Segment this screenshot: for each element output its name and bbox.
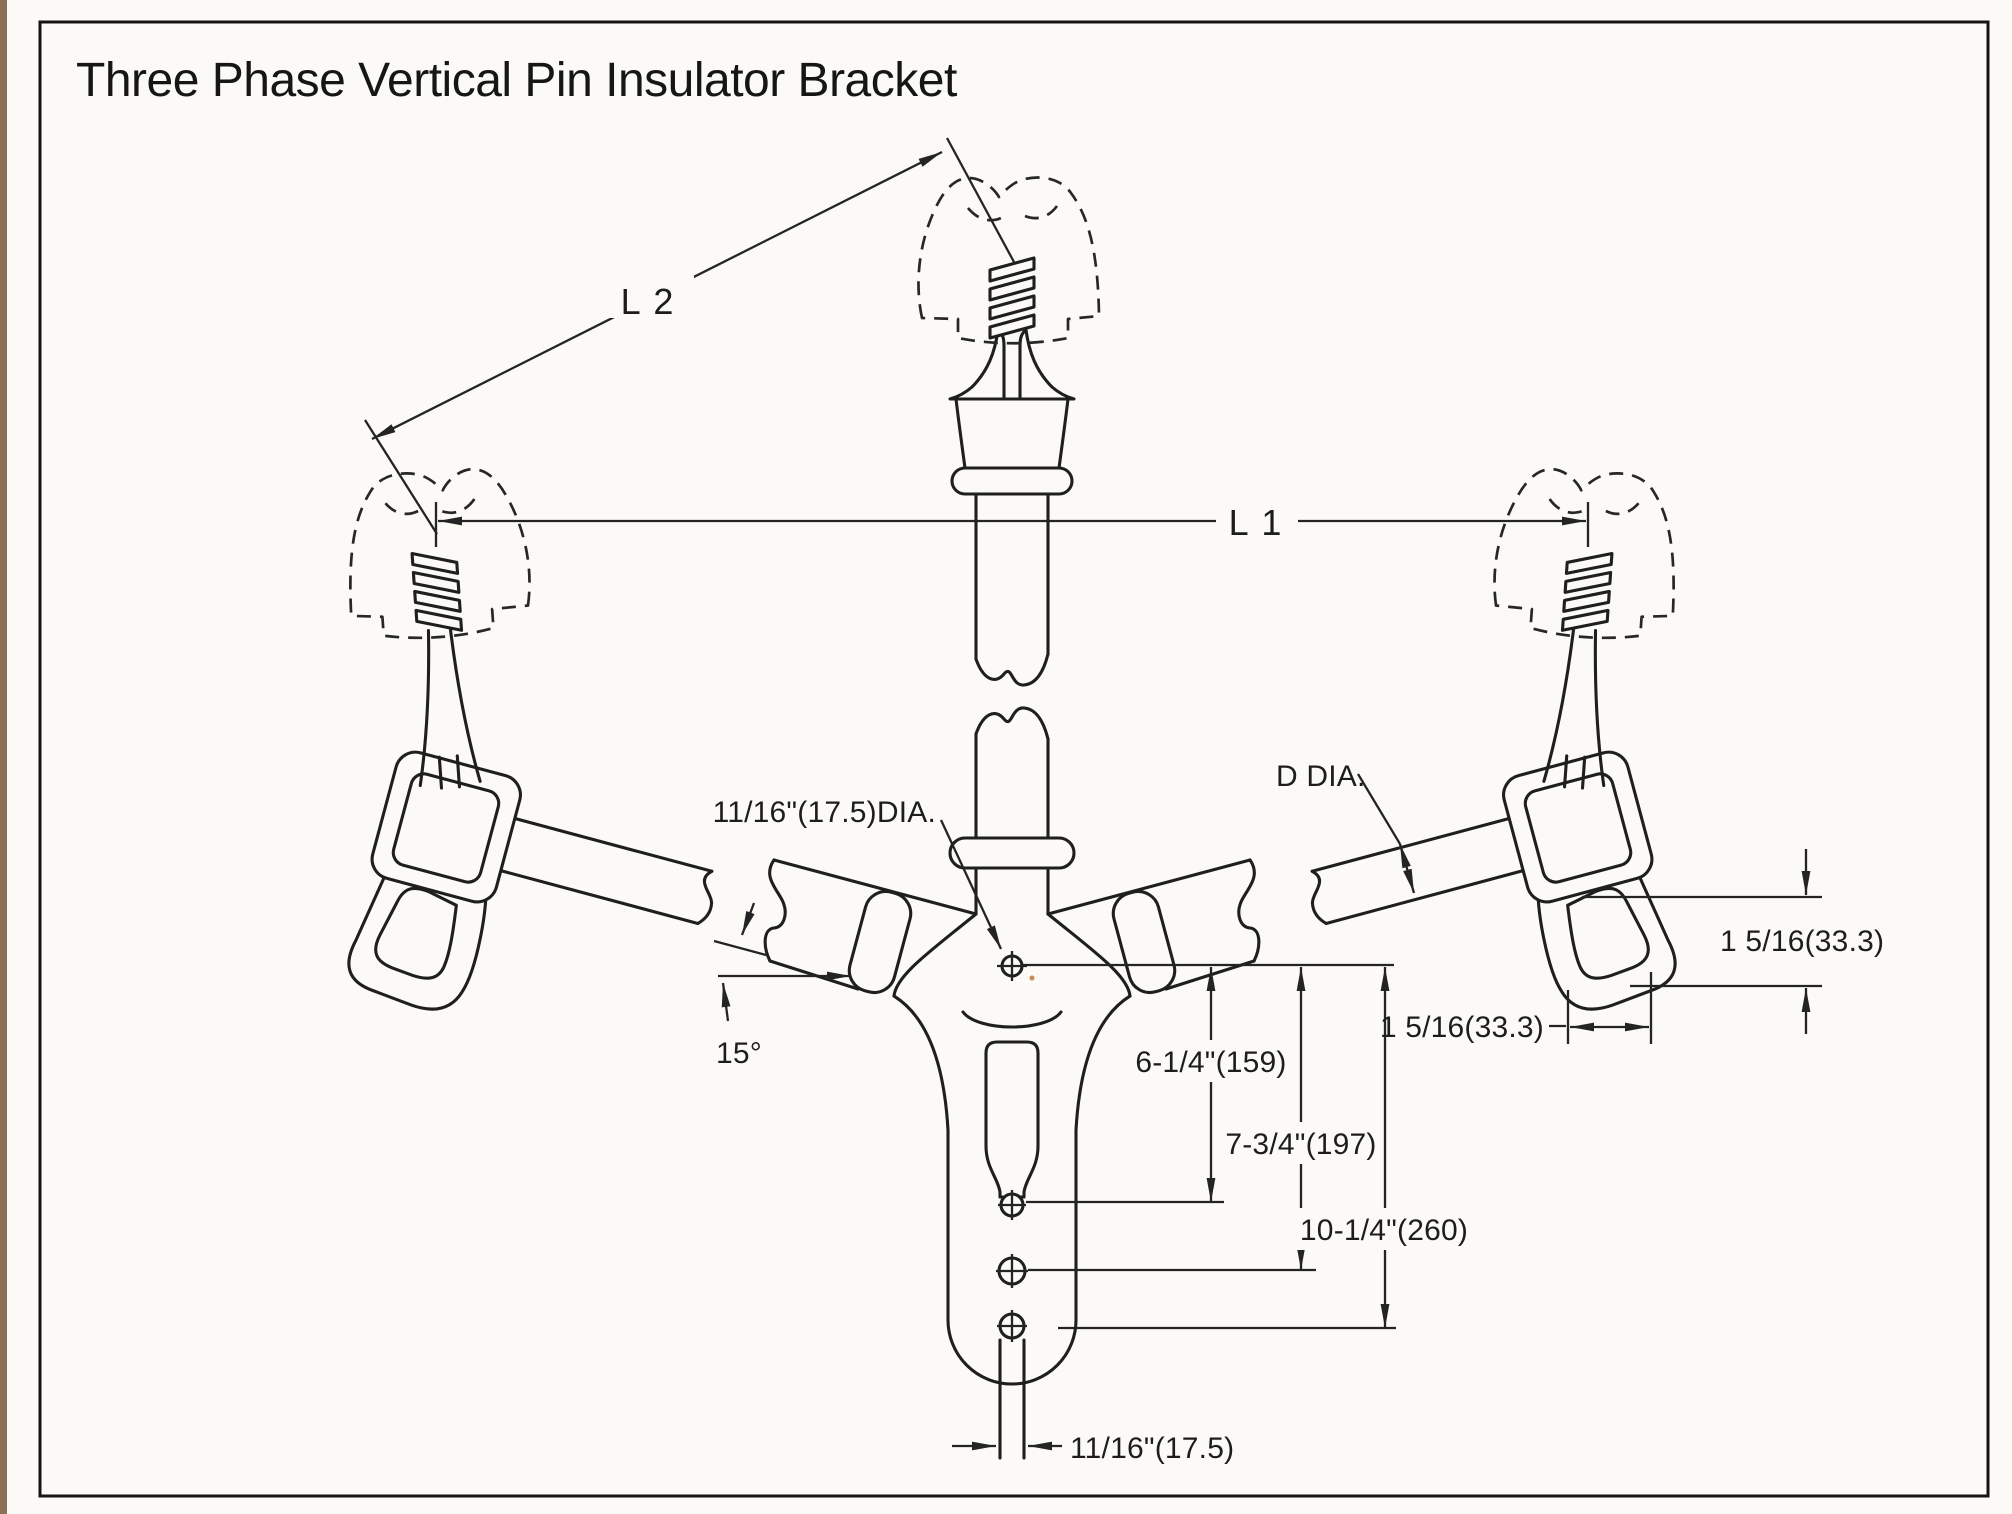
- center-pin-thimble: [1018, 328, 1076, 401]
- drawing-border-frame: [38, 20, 1990, 1498]
- diameter-arrows: [1398, 843, 1416, 894]
- arrow-stub: [721, 982, 731, 1022]
- dim-label-angle: 15°: [716, 1037, 762, 1070]
- dimension-clamp-height: 1 5/16(33.3): [1582, 849, 1884, 1034]
- dimension-l2: L 2: [364, 137, 1016, 535]
- extension-line: [945, 137, 1016, 263]
- dim-label-arm-dia: D DIA.: [1276, 760, 1366, 793]
- right-arm-clamp: [1310, 750, 1677, 1011]
- label-gap: [1216, 1122, 1386, 1164]
- bracket-right-arm: [1046, 858, 1261, 1132]
- arm-break-line: [1310, 869, 1328, 925]
- label-gap: [602, 276, 694, 318]
- extension-lines: [1582, 895, 1822, 988]
- dim-label-pin-hole: 11/16"(17.5)DIA.: [713, 796, 936, 829]
- dim-label-clamp-width: 1 5/16(33.3): [1380, 1011, 1544, 1044]
- dim-label-slot-width: 11/16"(17.5): [1070, 1432, 1234, 1465]
- center-pin-assembly: [916, 175, 1101, 916]
- bracket-strap: [946, 951, 1078, 1460]
- dim-label-hole3: 10-1/4"(260): [1300, 1214, 1468, 1247]
- cross-arm: [1310, 813, 1537, 925]
- pin-shank-lines: [1563, 754, 1587, 790]
- shaft-break-line: [974, 652, 1050, 687]
- arm-top-edge: [1046, 858, 1252, 916]
- center-pin-thimble: [948, 328, 1006, 401]
- bracket-pin-stub-collar: [948, 836, 1076, 870]
- bracket-wing-outer: [1074, 994, 1132, 1132]
- strap-saddle: [961, 1010, 1063, 1029]
- dimension-pin-hole-dia: 11/16"(17.5)DIA.: [713, 796, 1003, 950]
- center-pin-collar: [950, 466, 1074, 496]
- dim-label-hole2: 7-3/4"(197): [1225, 1128, 1376, 1161]
- dimension-hole1: 6-1/4"(159): [1026, 967, 1294, 1204]
- label-gap: [1216, 498, 1298, 542]
- hole-center-mark: [997, 951, 1027, 981]
- center-pin-cone: [954, 397, 1070, 470]
- dimension-l1: L 1: [434, 498, 1590, 547]
- right-pin: [1489, 463, 1684, 790]
- bracket-pin-stub: [974, 732, 1050, 840]
- label-gap: [1292, 1208, 1478, 1250]
- arm-break-line: [1237, 858, 1261, 963]
- strap-slot: [984, 1040, 1040, 1199]
- extension-lines: [1566, 972, 1653, 1044]
- arrow-stub: [740, 902, 756, 936]
- right-insulator-assembly: [1310, 463, 1684, 1011]
- clamp-d-hole: [1566, 886, 1650, 980]
- page-title: Three Phase Vertical Pin Insulator Brack…: [76, 54, 957, 107]
- pin-taper: [1542, 627, 1606, 788]
- dimension-clamp-width: 1 5/16(33.3): [1380, 972, 1653, 1044]
- arm-collar: [1111, 889, 1177, 995]
- dim-label-l2: L 2: [621, 281, 676, 322]
- dim-label-hole1: 6-1/4"(159): [1135, 1046, 1286, 1079]
- angle-inclined-ray: [713, 939, 767, 957]
- hole-center-mark: [998, 1190, 1026, 1220]
- bracket-pin-stub: [974, 866, 1050, 916]
- hole-center-mark: [997, 1310, 1027, 1342]
- bottom-slot-channel: [998, 1338, 1026, 1460]
- leader-line: [939, 819, 1003, 950]
- dimension-slot-width: 11/16"(17.5): [952, 1432, 1234, 1465]
- extension-line: [364, 419, 438, 535]
- hole-center-mark: [996, 1254, 1028, 1288]
- scan-edge-artifact: [0, 0, 7, 1514]
- dimension-hole3: 10-1/4"(260): [1058, 967, 1478, 1330]
- stub-break-line: [974, 706, 1050, 741]
- dimension-hole2: 7-3/4"(197): [1028, 967, 1386, 1272]
- dim-label-l1: L 1: [1229, 502, 1284, 543]
- dimension-angle-15: 15°: [713, 902, 851, 1070]
- strap-outline: [946, 1128, 1078, 1386]
- extension-ticks: [434, 502, 1590, 547]
- label-gap: [1128, 1040, 1294, 1082]
- leader-line: [1357, 773, 1401, 845]
- dim-label-clamp-height: 1 5/16(33.3): [1720, 925, 1884, 958]
- scan-speck: [1029, 975, 1035, 981]
- bracket-wing-top: [1046, 912, 1132, 998]
- dimension-arm-dia: D DIA.: [1276, 760, 1416, 894]
